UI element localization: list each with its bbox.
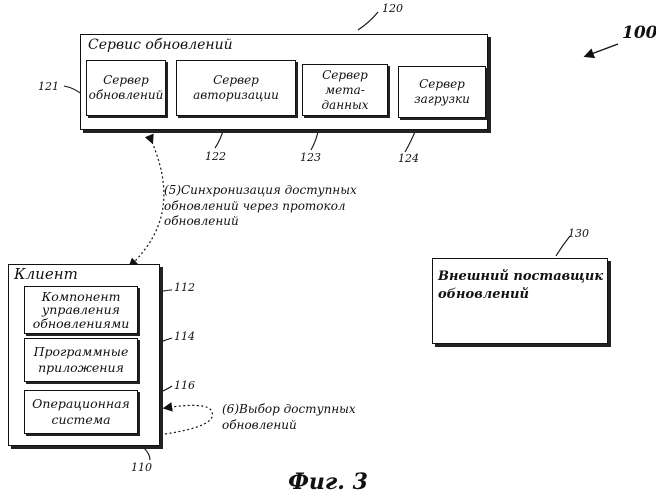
update-management-component-label: Компонент управления обновлениями — [25, 290, 137, 329]
download-server-label: Сервер загрузки — [412, 77, 472, 107]
update-management-component-box: Компонент управления обновлениями — [24, 286, 138, 334]
metadata-server-box: Сервер мета-данных — [302, 64, 388, 116]
sync-arrow — [130, 142, 164, 266]
applications-label: Программные приложения — [25, 344, 137, 375]
download-server-ref: 124 — [398, 153, 419, 165]
update-service-title: Сервис обновлений — [88, 38, 233, 53]
update-management-component-ref: 112 — [174, 282, 195, 294]
update-server-ref: 121 — [38, 81, 59, 93]
update-server-box: Сервер обновлений — [86, 60, 166, 116]
figure-arrow — [586, 44, 618, 56]
authorization-server-box: Сервер авторизации — [176, 60, 296, 116]
update-server-label: Сервер обновлений — [87, 73, 165, 103]
operating-system-label: Операционная система — [25, 396, 137, 427]
update-service-ref: 120 — [382, 3, 403, 15]
applications-box: Программные приложения — [24, 338, 138, 382]
select-annotation: (6)Выбор доступных обновлений — [222, 402, 372, 433]
leader-110 — [144, 448, 150, 460]
applications-ref: 114 — [174, 331, 195, 343]
client-title: Клиент — [14, 266, 78, 283]
figure-caption: Фиг. 3 — [0, 470, 656, 494]
leader-120 — [358, 12, 378, 30]
metadata-server-ref: 123 — [300, 152, 321, 164]
sync-annotation: (5)Синхронизация доступных обновлений че… — [164, 183, 370, 230]
operating-system-ref: 116 — [174, 380, 195, 392]
authorization-server-label: Сервер авторизации — [177, 73, 295, 103]
external-provider-ref: 130 — [568, 228, 589, 240]
select-arrow — [165, 405, 212, 434]
metadata-server-label: Сервер мета-данных — [317, 68, 373, 113]
operating-system-box: Операционная система — [24, 390, 138, 434]
external-provider-title: Внешний поставщик обновлений — [438, 268, 608, 303]
figure-number: 100 — [622, 24, 656, 43]
download-server-box: Сервер загрузки — [398, 66, 486, 118]
authorization-server-ref: 122 — [205, 151, 226, 163]
